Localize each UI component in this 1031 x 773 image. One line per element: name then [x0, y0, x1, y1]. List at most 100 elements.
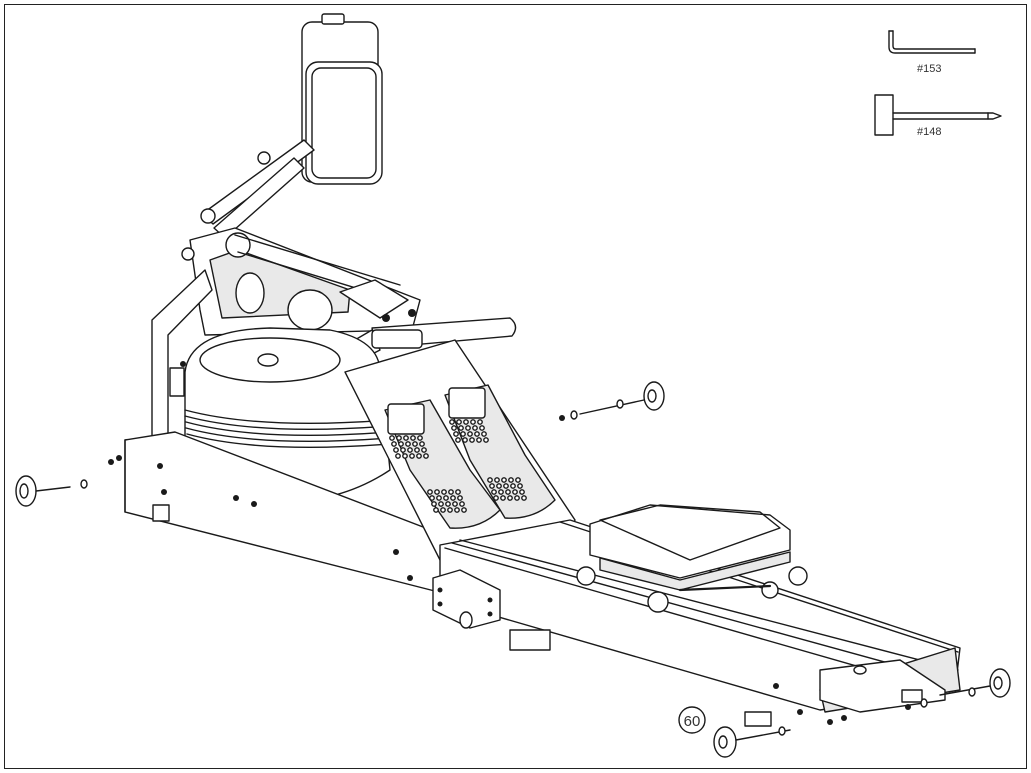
foot-pad-hole [414, 447, 420, 453]
foot-pad-hole [503, 483, 509, 489]
foot-pad-hole [481, 431, 487, 437]
tool-label-148: #148 [917, 126, 941, 138]
foot-pad-hole [500, 495, 506, 501]
monitor [301, 13, 383, 185]
foot-pad-hole [479, 425, 485, 431]
foot-pad-hole [419, 441, 425, 447]
foot-pad-hole [410, 435, 416, 441]
rear-bracket [169, 367, 185, 397]
foot-pad-hole [461, 507, 467, 513]
foot-pad-hole [489, 483, 495, 489]
foot-pad-hole [389, 435, 395, 441]
callout-60: 60 [678, 706, 706, 734]
foot-pad-hole [433, 507, 439, 513]
foot-pad-hole [398, 441, 404, 447]
wheel-rear-right [559, 381, 665, 421]
foot-pad-hole [459, 501, 465, 507]
diagram-frame [4, 4, 1027, 769]
foot-pad-hole [514, 495, 520, 501]
foot-pad-hole [453, 431, 459, 437]
wheel-60 [713, 715, 847, 758]
foot-pad-hole [469, 437, 475, 443]
foot-pad-hole [496, 483, 502, 489]
foot-pad-hole [407, 447, 413, 453]
foot-pad-hole [436, 495, 442, 501]
foot-pad-hole [505, 489, 511, 495]
foot-pad-hole [521, 495, 527, 501]
foot-pad-hole [402, 453, 408, 459]
rail-bolts [393, 549, 803, 715]
seat [576, 504, 808, 613]
foot-pad-hole [501, 477, 507, 483]
foot-pad-hole [455, 437, 461, 443]
foot-pad-hole [449, 419, 455, 425]
foot-pad-hole [438, 501, 444, 507]
foot-pad-hole [431, 501, 437, 507]
foot-pad-hole [474, 431, 480, 437]
foot-pad-hole [396, 435, 402, 441]
foot-pad-hole [465, 425, 471, 431]
foot-pad-hole [458, 425, 464, 431]
foot-pad-hole [519, 489, 525, 495]
foot-pad-hole [472, 425, 478, 431]
foot-pad-hole [429, 495, 435, 501]
foot-pad-hole [421, 447, 427, 453]
foot-plate [344, 339, 576, 561]
foot-pad-hole [491, 489, 497, 495]
foot-pad-hole [427, 489, 433, 495]
foot-pad-hole [462, 437, 468, 443]
foot-pad-hole [470, 419, 476, 425]
foot-pad-hole [405, 441, 411, 447]
foot-pad-hole [515, 477, 521, 483]
foot-pad-hole [451, 425, 457, 431]
foot-pad-hole [477, 419, 483, 425]
foot-pad-hole [443, 495, 449, 501]
foot-pad-hole [391, 441, 397, 447]
foot-pad-hole [476, 437, 482, 443]
foot-pad-hole [434, 489, 440, 495]
foot-pad-hole [417, 435, 423, 441]
foot-pad-hole [393, 447, 399, 453]
foot-pads-dots [389, 419, 527, 513]
foot-pad-hole [395, 453, 401, 459]
foot-pad-hole [460, 431, 466, 437]
foot-pad-hole [441, 489, 447, 495]
foot-pad-hole [507, 495, 513, 501]
tool-hex-key [888, 30, 976, 54]
foot-pad-hole [455, 489, 461, 495]
wheel-front-right [905, 668, 1011, 710]
foot-pad-hole [456, 419, 462, 425]
foot-pad-hole [498, 489, 504, 495]
foot-pad-hole [400, 447, 406, 453]
foot-pad-hole [487, 477, 493, 483]
foot-pad-hole [512, 489, 518, 495]
foot-pad-hole [494, 477, 500, 483]
foot-pad-hole [409, 453, 415, 459]
foot-pad-hole [448, 489, 454, 495]
wheel-left [15, 455, 122, 507]
tool-wrench [874, 94, 1002, 136]
foot-pad-hole [454, 507, 460, 513]
foot-pad-hole [450, 495, 456, 501]
foot-pad-hole [483, 437, 489, 443]
foot-pad-hole [440, 507, 446, 513]
foot-pad-hole [457, 495, 463, 501]
foot-pad-hole [447, 507, 453, 513]
foot-pad-hole [517, 483, 523, 489]
monitor-arm [200, 139, 315, 239]
foot-pad-hole [423, 453, 429, 459]
foot-pad-hole [403, 435, 409, 441]
main-rail [439, 519, 961, 727]
foot-pad-hole [508, 477, 514, 483]
foot-pad-hole [412, 441, 418, 447]
upper-frame [181, 227, 421, 336]
rail-bracket [432, 569, 501, 629]
foot-pad-hole [510, 483, 516, 489]
tool-label-153: #153 [917, 63, 941, 75]
foot-pad-hole [416, 453, 422, 459]
callout-label-60: 60 [684, 713, 701, 730]
foot-pad-hole [467, 431, 473, 437]
foot-pad-hole [463, 419, 469, 425]
foot-pad-hole [445, 501, 451, 507]
